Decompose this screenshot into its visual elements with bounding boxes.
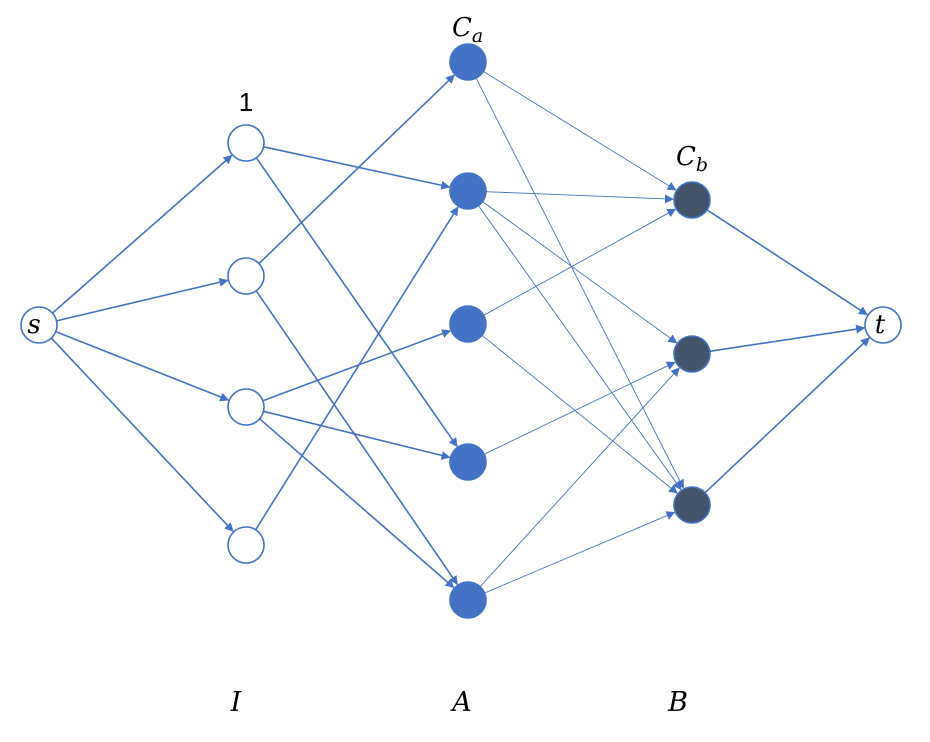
node-b1 xyxy=(673,181,711,219)
node-a4 xyxy=(449,443,487,481)
edge-s-i4 xyxy=(50,337,234,532)
column-label-b: B xyxy=(667,687,688,718)
edge-i2-a1 xyxy=(258,74,455,265)
edge-a4-b2 xyxy=(484,361,676,455)
edge-i1-a2 xyxy=(263,146,451,190)
edge-a2-b2 xyxy=(482,201,678,344)
node-i3 xyxy=(227,388,265,426)
node-a5 xyxy=(449,581,487,619)
edge-a1-b3 xyxy=(475,77,684,489)
edge-a2-b1 xyxy=(485,191,674,204)
edge-i1-a4 xyxy=(255,157,458,448)
edge-s-i3 xyxy=(55,330,230,402)
edge-i3-a4 xyxy=(263,410,451,460)
node-i2 xyxy=(227,257,265,295)
node-a1 xyxy=(449,43,487,81)
ca-label-sub: a xyxy=(472,25,483,47)
edge-a3-b1 xyxy=(483,208,677,316)
node-b3 xyxy=(673,486,711,524)
edge-b3-t xyxy=(704,337,870,494)
edge-s-i1 xyxy=(51,154,233,314)
edge-a2-b3 xyxy=(478,205,682,491)
node-i4 xyxy=(227,526,265,564)
node-b2 xyxy=(673,335,711,373)
edges xyxy=(50,71,870,594)
cb-label-sub: b xyxy=(696,154,708,176)
edge-i3-a5 xyxy=(259,418,455,589)
node-t xyxy=(864,306,902,344)
edge-b1-t xyxy=(706,209,868,316)
node-a3 xyxy=(449,305,487,343)
cb-label: Cb xyxy=(676,142,708,176)
column-label-i: I xyxy=(230,687,243,718)
node-a2 xyxy=(449,172,487,210)
cb-label-main: C xyxy=(676,142,696,172)
ca-label: Ca xyxy=(452,13,483,47)
node-s xyxy=(20,306,58,344)
edge-b2-t xyxy=(709,324,866,353)
nodes xyxy=(20,43,902,619)
column-label-a: A xyxy=(449,687,472,718)
ca-label-main: C xyxy=(452,13,472,43)
edge-i4-a2 xyxy=(254,206,459,531)
first-item-label: 1 xyxy=(239,87,253,117)
source-label: s xyxy=(27,310,40,340)
edge-i2-a5 xyxy=(255,290,458,586)
sink-label: t xyxy=(875,310,886,340)
edge-a5-b3 xyxy=(484,511,676,594)
node-i1 xyxy=(227,124,265,162)
edge-a3-b3 xyxy=(481,334,678,494)
edge-s-i2 xyxy=(56,277,229,322)
edge-i3-a3 xyxy=(262,329,452,402)
edge-a5-b2 xyxy=(479,367,680,588)
edge-a1-b1 xyxy=(483,71,677,191)
